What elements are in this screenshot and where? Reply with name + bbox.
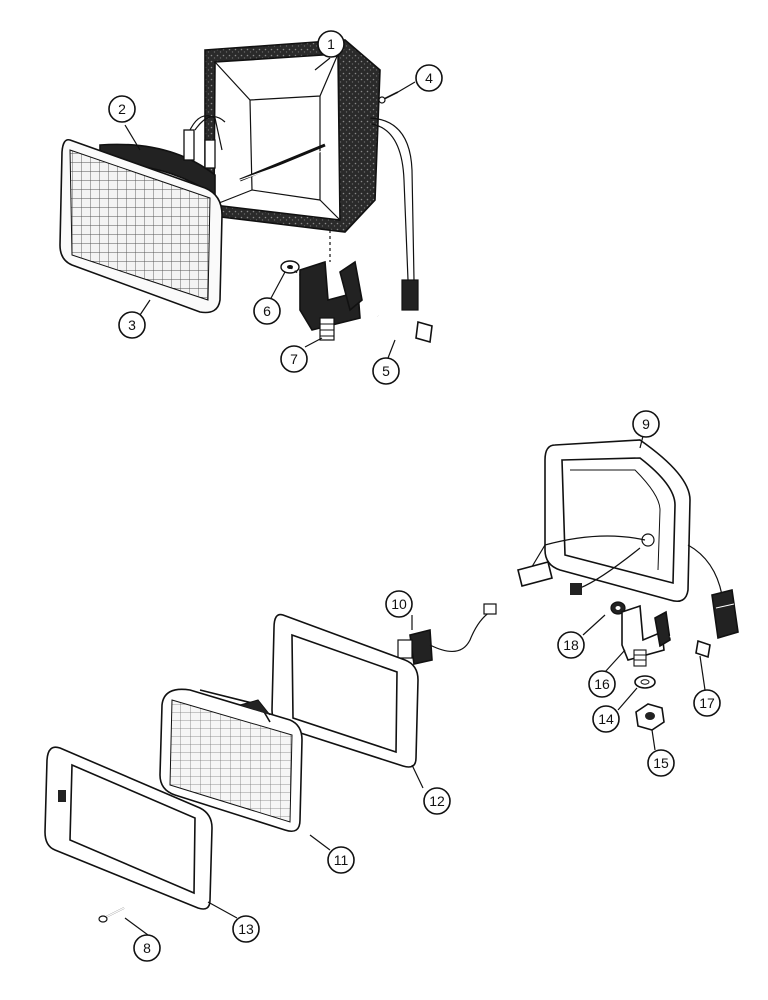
callout-16: 16 [588, 670, 616, 698]
callout-15: 15 [647, 749, 675, 777]
mounting-bracket-lower [621, 604, 671, 667]
callout-6: 6 [253, 297, 281, 325]
callout-12: 12 [423, 787, 451, 815]
svg-text:14: 14 [598, 711, 614, 727]
mounting-bracket-upper [299, 260, 363, 341]
bezel-13 [44, 746, 213, 910]
callout-9: 9 [632, 410, 660, 438]
bulb-socket-10 [397, 603, 497, 665]
callout-2: 2 [108, 95, 136, 123]
bolt-5 [377, 314, 433, 344]
callout-13: 13 [232, 915, 260, 943]
svg-text:6: 6 [263, 303, 271, 319]
callout-10: 10 [385, 590, 413, 618]
svg-text:1: 1 [327, 36, 335, 52]
callout-8: 8 [133, 934, 161, 962]
sealed-beam-lens-lower [159, 688, 303, 833]
callout-4: 4 [415, 64, 443, 92]
screw-4 [378, 91, 399, 104]
callout-3: 3 [118, 311, 146, 339]
svg-text:5: 5 [382, 363, 390, 379]
leader-lines [124, 57, 706, 936]
lock-washer-14 [634, 675, 656, 689]
callout-18: 18 [557, 631, 585, 659]
svg-text:2: 2 [118, 101, 126, 117]
callout-7: 7 [280, 345, 308, 373]
sealed-beam-lens-upper [59, 138, 223, 314]
svg-text:11: 11 [334, 852, 349, 868]
callout-1: 1 [317, 30, 345, 58]
svg-text:12: 12 [429, 793, 445, 809]
svg-text:13: 13 [238, 921, 254, 937]
wiring-harness-lower [517, 535, 739, 640]
svg-text:16: 16 [594, 676, 610, 692]
callout-17: 17 [693, 689, 721, 717]
lamp-housing-upper [204, 39, 381, 233]
callout-11: 11 [327, 846, 355, 874]
svg-text:17: 17 [699, 695, 715, 711]
svg-text:3: 3 [128, 317, 136, 333]
hex-nut-15 [635, 703, 665, 731]
svg-text:15: 15 [653, 755, 669, 771]
lamp-housing-lower [544, 439, 691, 603]
svg-text:8: 8 [143, 940, 151, 956]
screw-8 [98, 907, 125, 923]
svg-text:18: 18 [563, 637, 579, 653]
svg-text:4: 4 [425, 70, 433, 86]
svg-text:7: 7 [290, 351, 298, 367]
nut-18 [610, 601, 626, 615]
gasket-12 [271, 613, 419, 768]
callout-14: 14 [592, 705, 620, 733]
svg-text:9: 9 [642, 416, 650, 432]
wiring-harness-upper [183, 115, 419, 311]
svg-text:10: 10 [391, 596, 407, 612]
callout-5: 5 [372, 357, 400, 385]
bolt-17 [669, 634, 711, 659]
